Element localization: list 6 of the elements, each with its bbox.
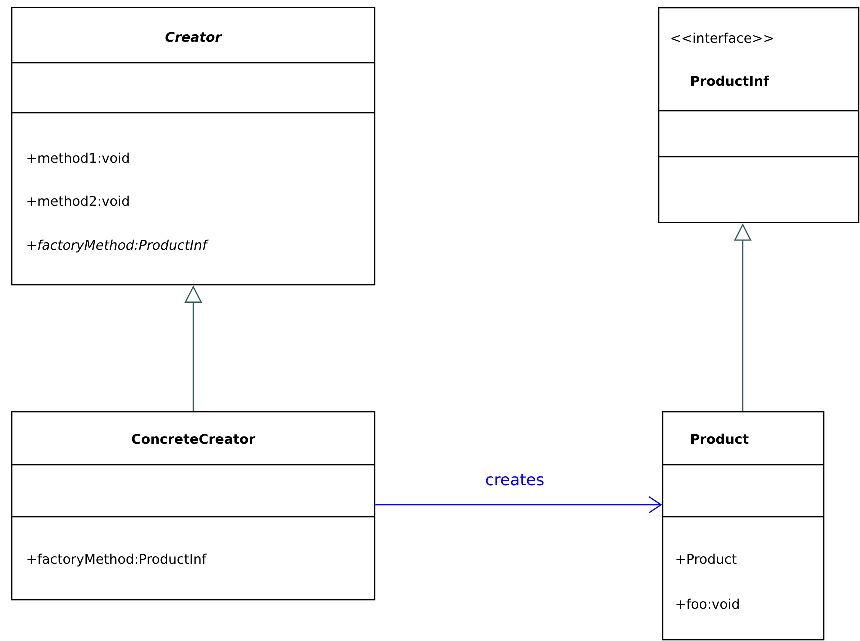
class-box: ConcreteCreator +factoryMethod:ProductInf — [11, 411, 376, 601]
association-arrow — [376, 496, 662, 514]
class-box: Creator +method1:void +method2:void +factoryMethod:ProductInf — [11, 7, 376, 286]
class-box: Product +Product +foo:void — [662, 411, 825, 641]
edge-label: creates — [484, 472, 546, 488]
class-box: <<interface>> ProductInf — [658, 7, 860, 224]
